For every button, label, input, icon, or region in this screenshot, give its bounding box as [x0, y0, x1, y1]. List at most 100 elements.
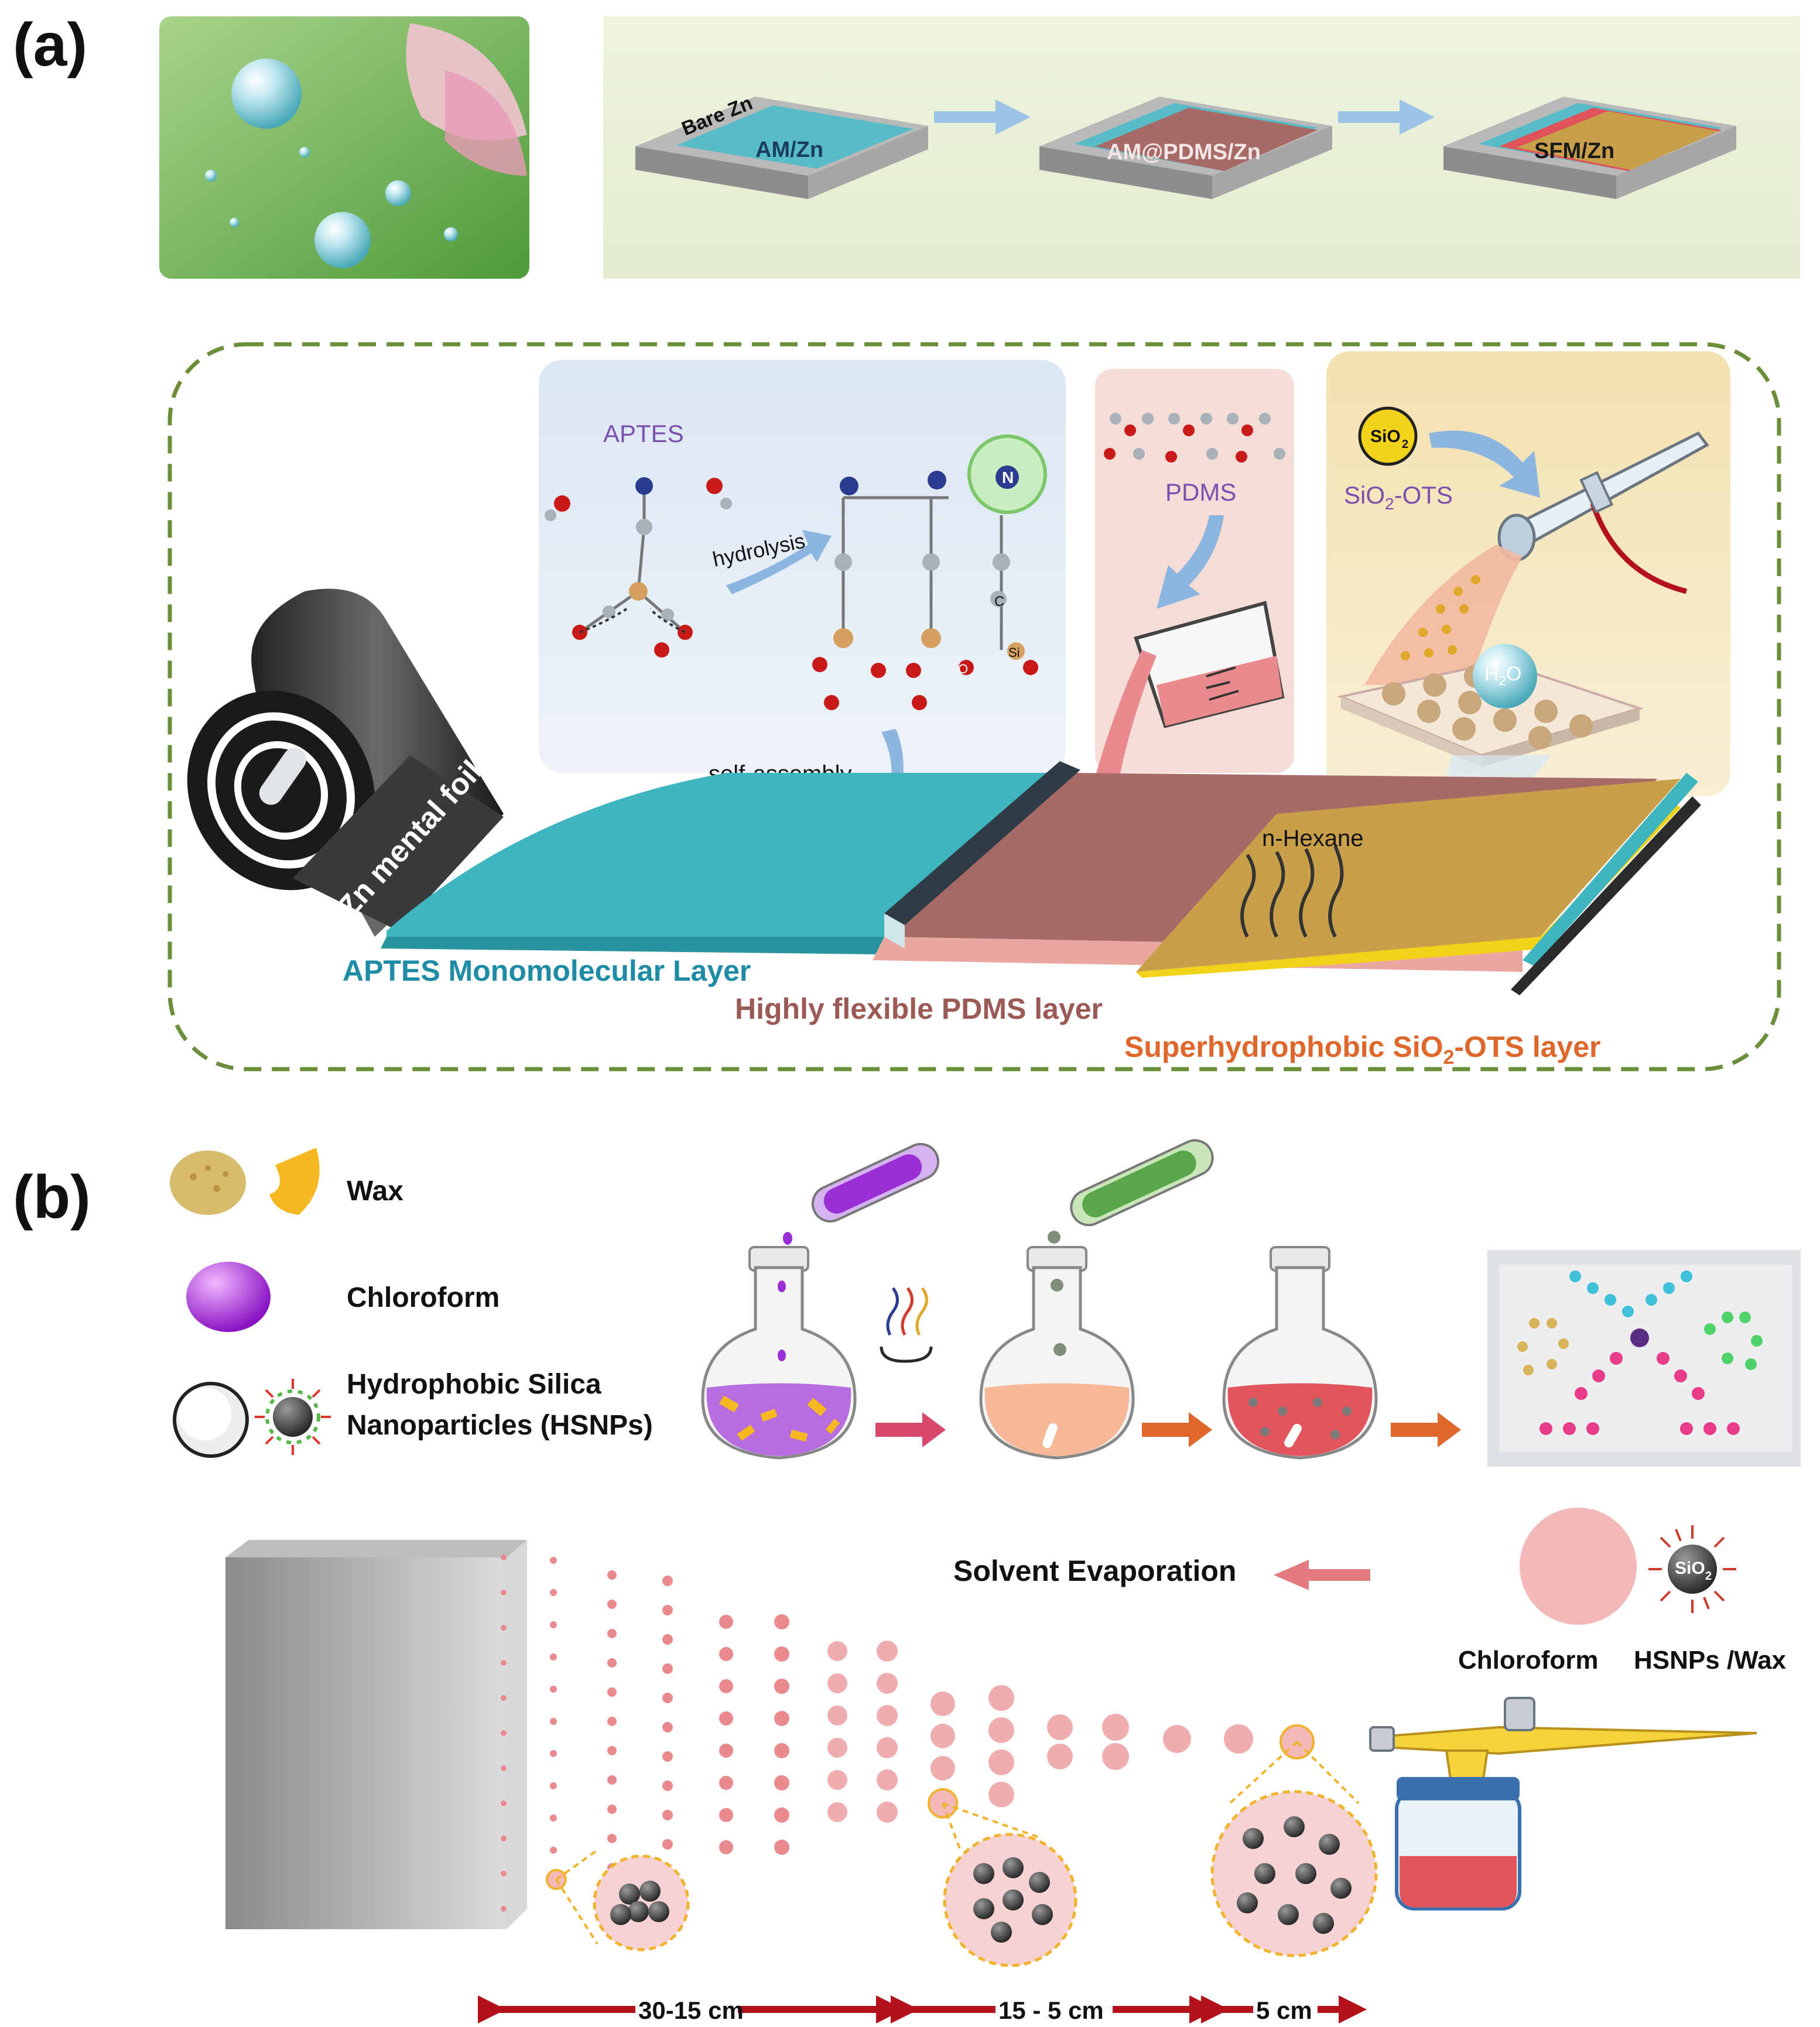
spray-droplet [550, 1589, 557, 1596]
spray-droplet [607, 1805, 617, 1814]
process-arrow-2 [1142, 1412, 1212, 1447]
spray-droplet [827, 1673, 847, 1693]
wax-label: Wax [347, 1176, 403, 1207]
spray-droplet [1047, 1744, 1073, 1769]
pdms-molecules [1104, 413, 1285, 463]
spray-droplet [550, 1653, 557, 1660]
spray-droplet [550, 1782, 557, 1789]
spray-droplet [607, 1570, 617, 1580]
spray-droplet [501, 1625, 507, 1631]
spray-droplet [501, 1695, 507, 1701]
spray-droplet [662, 1576, 673, 1586]
spray-droplet [662, 1751, 673, 1762]
zn-foil-roll [187, 588, 504, 937]
hsnp-wax-legend-icon: SiO 2 [1648, 1525, 1736, 1613]
spray-droplet [774, 1743, 789, 1758]
spray-droplet [774, 1807, 789, 1823]
spray-droplet [719, 1679, 733, 1693]
spray-droplet [877, 1641, 898, 1662]
oxygen-atom-label: O [958, 662, 968, 676]
spray-droplet [550, 1621, 557, 1628]
spray-droplet [1102, 1743, 1129, 1770]
spray-cone [1364, 545, 1523, 685]
spray-droplet [550, 1750, 557, 1757]
sio2-ots-label: SiO2-OTS [1344, 481, 1453, 513]
aptes-molecule [545, 477, 732, 658]
spray-droplet [1224, 1724, 1253, 1754]
hsnp-label-line2: Nanoparticles (HSNPs) [347, 1410, 653, 1441]
spray-droplet [877, 1769, 898, 1790]
flask-1 [701, 1246, 857, 1460]
spray-droplet [662, 1722, 673, 1732]
flask-3 [1222, 1246, 1378, 1460]
spray-droplet [501, 1906, 507, 1912]
distance-arrow-mid [891, 1994, 1217, 2024]
h2o-label: H2O [1484, 663, 1521, 688]
purple-test-tube-icon [783, 1143, 940, 1245]
process-arrow-3 [1391, 1412, 1461, 1447]
zoom-bubble-far [546, 1849, 690, 1951]
process-arrow-1 [875, 1412, 946, 1447]
spray-droplet [930, 1756, 955, 1781]
spray-droplet [774, 1646, 789, 1662]
yellow-airbrush-icon [1369, 1697, 1757, 1910]
spray-droplet [1047, 1714, 1073, 1740]
spray-droplet [501, 1765, 507, 1771]
spray-droplet [607, 1629, 617, 1638]
spray-droplet [1102, 1714, 1129, 1741]
aptes-box [539, 360, 1066, 773]
carbon-atom-label: C [994, 594, 1004, 610]
amine-highlight-circle: N [967, 434, 1047, 514]
spray-droplet [988, 1749, 1014, 1775]
step-arrow-2 [1338, 100, 1435, 135]
aptes-layer-label: APTES Monomolecular Layer [343, 954, 751, 987]
spray-droplet [607, 1746, 617, 1755]
flask-2 [979, 1246, 1135, 1460]
spray-droplet [774, 1614, 789, 1629]
distance-arrow-near [1201, 1994, 1367, 2024]
spray-droplet [1163, 1725, 1191, 1753]
silicon-atom-label: Si [1008, 645, 1020, 660]
beaker-icon [1134, 601, 1285, 728]
spray-droplet [988, 1782, 1014, 1807]
spray-droplet [719, 1776, 733, 1790]
droplet-field [501, 1555, 1253, 1912]
spray-droplet [988, 1685, 1014, 1711]
sfm-zn-label: SFM/Zn [1534, 139, 1614, 163]
svg-text:2: 2 [1402, 438, 1408, 451]
svg-text:SiO: SiO [1370, 427, 1401, 446]
chloroform-legend-label: Chloroform [1458, 1646, 1599, 1675]
n-hexane-label: n-Hexane [1262, 826, 1363, 851]
distance-label-near: 5 cm [1256, 1997, 1312, 2024]
pdms-label: PDMS [1165, 478, 1236, 506]
panel-b-label: (b) [13, 1163, 91, 1231]
spray-droplet [501, 1590, 507, 1595]
pdms-layer-label: Highly flexible PDMS layer [735, 992, 1103, 1025]
spray-droplet [662, 1781, 673, 1791]
evaporation-arrows [1240, 845, 1344, 938]
spray-droplet [719, 1647, 733, 1661]
aptes-label: APTES [603, 420, 684, 447]
am-pdms-zn-label: AM@PDMS/Zn [1107, 140, 1261, 165]
spray-droplet [930, 1692, 955, 1716]
spray-droplet [719, 1744, 733, 1758]
spray-dots [1401, 575, 1480, 660]
hydrolyzed-aptes-chain [812, 471, 1038, 710]
process-frame [167, 342, 1781, 1071]
spray-droplet [550, 1686, 557, 1693]
spray-droplet [501, 1871, 507, 1877]
spray-droplet [827, 1738, 847, 1758]
spray-droplet [662, 1605, 673, 1615]
svg-text:SiO: SiO [1675, 1559, 1705, 1578]
spray-droplet [662, 1634, 673, 1645]
spray-droplet [827, 1802, 847, 1822]
spray-droplet [930, 1724, 955, 1748]
spray-droplet [774, 1840, 789, 1855]
spray-droplet [662, 1810, 673, 1820]
spray-droplet [550, 1847, 557, 1854]
droplet-pattern-photo [1487, 1250, 1801, 1467]
spray-droplet [827, 1770, 847, 1790]
substrate-wall [225, 1540, 527, 1929]
spray-droplet [607, 1717, 617, 1726]
spray-droplet [774, 1679, 789, 1694]
